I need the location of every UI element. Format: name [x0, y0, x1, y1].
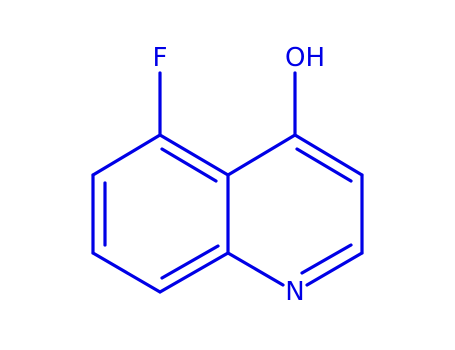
bond-c8-c8a [158, 251, 230, 294]
bond-c4a-c4 [226, 133, 297, 177]
bond-c5-c6 [91, 133, 162, 177]
atom-label-hydroxyl: OH [285, 43, 325, 73]
bond-c4a-c5-inner [160, 147, 218, 183]
bond-c8-c8a-inner [160, 244, 220, 280]
bond-n1-c8a [226, 251, 285, 287]
atom-label-fluorine: F [153, 43, 168, 73]
bond-c2-n1 [305, 251, 364, 287]
bond-c4a-c5 [158, 133, 230, 177]
atom-label-nitrogen: N [285, 277, 304, 307]
bond-c7-c8 [91, 251, 162, 294]
bond-c4-c3 [293, 133, 364, 177]
bond-c2-n1-inner [300, 243, 353, 275]
atom-labels: F OH N [153, 43, 325, 307]
bonds [91, 71, 364, 294]
bond-c4-c3-inner [295, 147, 353, 183]
